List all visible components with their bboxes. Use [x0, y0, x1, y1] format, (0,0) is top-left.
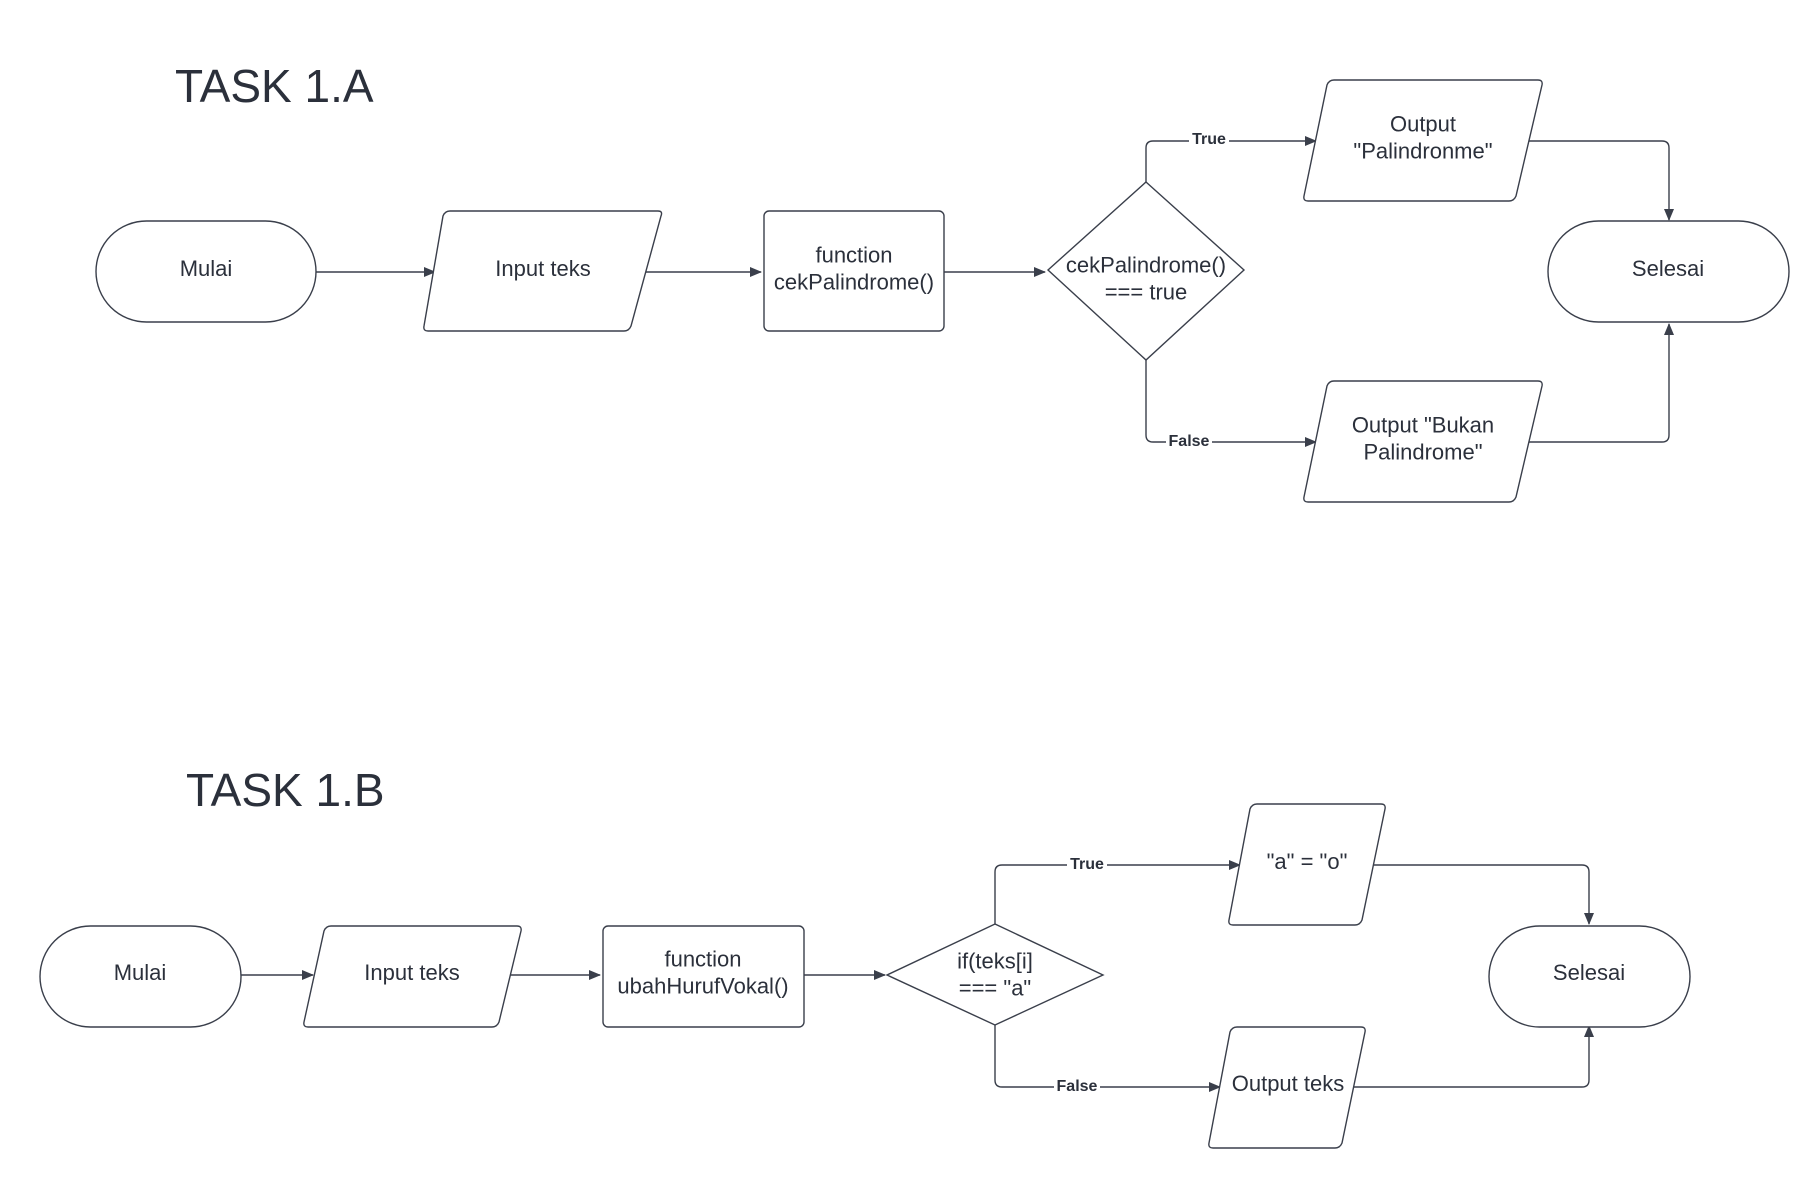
- task-a-true-label: True: [1192, 131, 1226, 148]
- task-b-edge-true-end: [1372, 864, 1594, 925]
- task-a-decision-text: cekPalindrome()=== true: [1066, 252, 1226, 304]
- task-b-title: TASK 1.B: [186, 764, 385, 816]
- task-b-true-label: True: [1070, 856, 1104, 873]
- task-b-decision-node: if(teks[i]=== "a": [885, 923, 1105, 1026]
- task-b-true-label-bg: [1067, 853, 1107, 873]
- task-b-input-node: Input teks: [303, 925, 522, 1028]
- task-a-output-true-node: Output"Palindronme": [1303, 79, 1543, 202]
- node-text-line: Selesai: [1553, 960, 1625, 985]
- task-b-false-label-bg: [1054, 1075, 1100, 1095]
- task-a-end-text: Selesai: [1632, 256, 1704, 281]
- node-text-line: === true: [1105, 279, 1188, 304]
- task-b-edge-decision-false: [994, 1025, 1221, 1092]
- task-a-end-node: Selesai: [1547, 220, 1790, 323]
- task-b-output-true-text: "a" = "o": [1267, 849, 1348, 874]
- node-text-line: if(teks[i]: [957, 948, 1033, 973]
- node-text-line: Output "Bukan: [1352, 412, 1494, 437]
- node-text-line: function: [815, 242, 892, 267]
- task-a-edge-decision-false: [1145, 360, 1317, 447]
- node-text-line: "Palindronme": [1353, 138, 1492, 163]
- node-text-line: Output teks: [1232, 1071, 1345, 1096]
- node-text-line: ubahHurufVokal(): [617, 973, 788, 998]
- task-a-true-label-bg: [1189, 128, 1229, 148]
- node-text-line: Mulai: [114, 960, 167, 985]
- task-a-start-node: Mulai: [95, 220, 317, 323]
- node-text-line: Input teks: [495, 256, 590, 281]
- task-b-input-text: Input teks: [364, 960, 459, 985]
- task-a-edge-true-end: [1528, 140, 1674, 221]
- task-b-end-node: Selesai: [1488, 925, 1691, 1028]
- task-a-false-label: False: [1169, 433, 1210, 450]
- task-a-decision-node: cekPalindrome()=== true: [1046, 181, 1246, 361]
- task-a-input-text: Input teks: [495, 256, 590, 281]
- task-b-decision-text: if(teks[i]=== "a": [957, 948, 1033, 1000]
- task-b-end-text: Selesai: [1553, 960, 1625, 985]
- task-b-edge-false-end: [1350, 1025, 1594, 1088]
- task-a-output-true-text: Output"Palindronme": [1353, 111, 1492, 163]
- task-a-edge-false-end: [1528, 323, 1674, 443]
- task-b-output-false-text: Output teks: [1232, 1071, 1345, 1096]
- task-b-start-text: Mulai: [114, 960, 167, 985]
- task-b-false-label: False: [1057, 1078, 1098, 1095]
- node-text-line: Palindrome": [1363, 439, 1482, 464]
- task-b-output-true-node: "a" = "o": [1228, 803, 1386, 926]
- node-text-line: Output: [1390, 111, 1456, 136]
- task-a-input-node: Input teks: [423, 210, 663, 332]
- task-a-false-label-bg: [1166, 430, 1212, 450]
- node-text-line: Selesai: [1632, 256, 1704, 281]
- task-b-edge-decision-true: [994, 860, 1241, 924]
- node-text-line: Mulai: [180, 256, 233, 281]
- node-text-line: cekPalindrome(): [1066, 252, 1226, 277]
- node-text-line: cekPalindrome(): [774, 269, 934, 294]
- task-a-edge-decision-true: [1145, 136, 1317, 182]
- node-text-line: Input teks: [364, 960, 459, 985]
- task-b-start-node: Mulai: [39, 925, 242, 1028]
- task-b-diagram: TASK 1.B True False Mulai Input teks fun…: [39, 764, 1691, 1149]
- task-a-start-text: Mulai: [180, 256, 233, 281]
- task-a-diagram: TASK 1.A True False Mulai Input teks fun…: [95, 60, 1790, 503]
- node-text-line: "a" = "o": [1267, 849, 1348, 874]
- node-text-line: === "a": [959, 975, 1032, 1000]
- node-text-line: function: [664, 946, 741, 971]
- task-b-output-false-node: Output teks: [1208, 1026, 1366, 1149]
- task-a-title: TASK 1.A: [175, 60, 374, 112]
